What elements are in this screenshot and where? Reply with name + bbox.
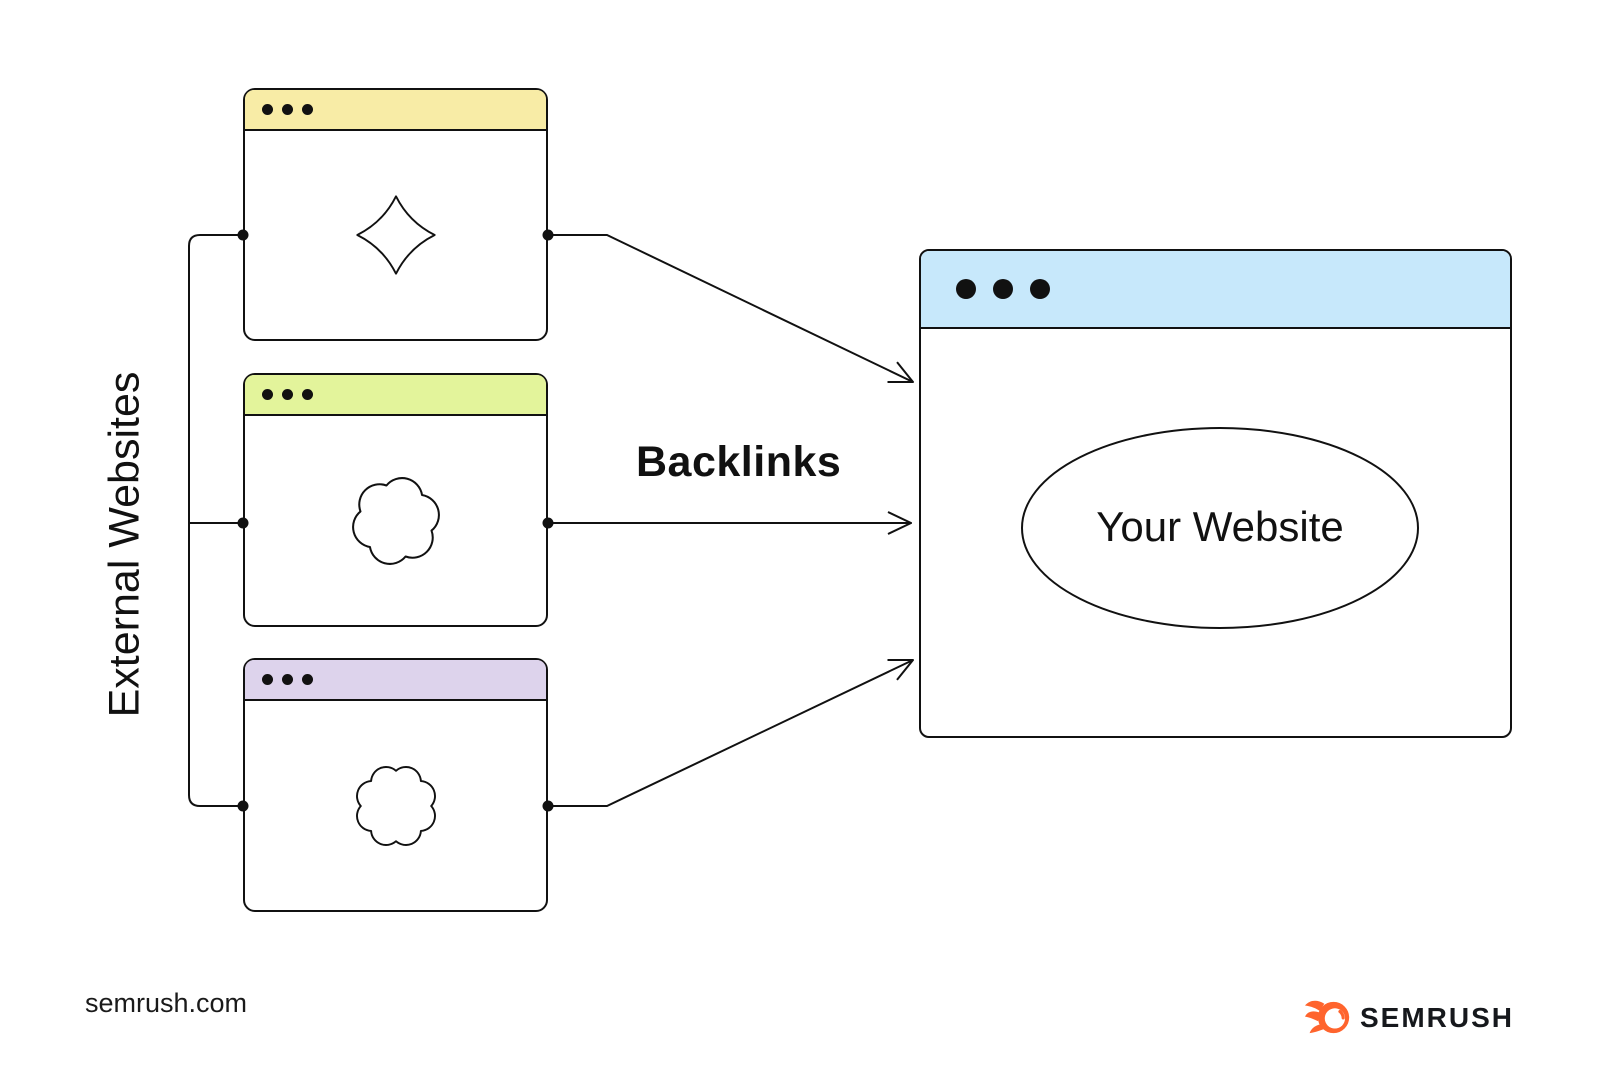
window-body bbox=[245, 701, 546, 910]
external-website-window-3 bbox=[243, 658, 548, 912]
source-url: semrush.com bbox=[85, 988, 248, 1018]
window-dot-icon bbox=[302, 104, 313, 115]
window-titlebar bbox=[245, 660, 546, 701]
backlink-arrow-bottom bbox=[548, 660, 913, 807]
diamond-blob-icon bbox=[355, 195, 436, 275]
window-dot-icon bbox=[282, 389, 293, 400]
window-dot-icon bbox=[956, 279, 976, 299]
your-website-label: Your Website bbox=[1096, 503, 1344, 550]
window-dot-icon bbox=[282, 674, 293, 685]
window-dot-icon bbox=[302, 674, 313, 685]
external-website-window-2 bbox=[243, 373, 548, 627]
window-titlebar bbox=[245, 90, 546, 131]
window-body bbox=[245, 416, 546, 625]
flower-blob-icon bbox=[355, 765, 436, 846]
window-dot-icon bbox=[302, 389, 313, 400]
window-dot-icon bbox=[262, 674, 273, 685]
semrush-logo: SEMRUSH bbox=[1304, 997, 1514, 1038]
window-dot-icon bbox=[993, 279, 1013, 299]
semrush-flame-icon bbox=[1304, 1000, 1350, 1034]
bracket-line bbox=[188, 234, 243, 807]
window-dot-icon bbox=[262, 104, 273, 115]
backlinks-label: Backlinks bbox=[636, 438, 842, 486]
splat-blob-icon bbox=[351, 476, 440, 565]
window-titlebar bbox=[921, 251, 1510, 329]
window-dot-icon bbox=[1030, 279, 1050, 299]
external-website-window-1 bbox=[243, 88, 548, 341]
window-titlebar bbox=[245, 375, 546, 416]
brand-wordmark: SEMRUSH bbox=[1359, 1001, 1514, 1033]
window-body bbox=[245, 131, 546, 339]
window-dot-icon bbox=[282, 104, 293, 115]
window-dot-icon bbox=[262, 389, 273, 400]
backlink-arrow-top bbox=[548, 234, 913, 382]
external-websites-label: External Websites bbox=[100, 371, 149, 718]
your-website-window bbox=[919, 249, 1512, 738]
